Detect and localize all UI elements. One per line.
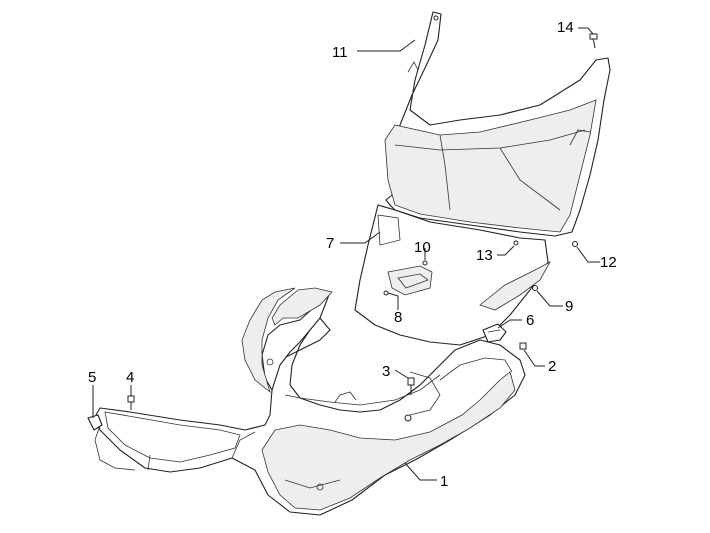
screw-part-12 [572, 241, 578, 247]
inner-panel [354, 204, 552, 346]
callout-label-11: 11 [332, 44, 348, 61]
callout-label-3: 3 [382, 363, 390, 380]
callout-label-10: 10 [414, 239, 431, 256]
callout-label-1: 1 [440, 473, 448, 490]
screw-part-14 [589, 33, 598, 49]
leader-2 [523, 349, 545, 367]
clip-part-5 [87, 414, 103, 431]
callout-label-14: 14 [557, 19, 574, 36]
screw-part-3 [407, 377, 415, 395]
screw-part-4 [127, 395, 135, 410]
leader-3 [394, 369, 409, 379]
leader-9 [536, 290, 563, 307]
callout-label-9: 9 [565, 298, 573, 315]
leader-12 [576, 246, 600, 263]
leader-6 [497, 319, 522, 329]
screw-part-13 [513, 240, 519, 246]
screw-part-2 [519, 342, 527, 350]
leader-lines [92, 27, 600, 481]
callout-label-12: 12 [600, 254, 617, 271]
leader-13 [497, 245, 515, 256]
leader-7 [340, 231, 381, 244]
callout-label-2: 2 [548, 358, 556, 375]
callout-label-5: 5 [88, 369, 96, 386]
callout-label-13: 13 [476, 247, 493, 264]
leader-1 [404, 462, 437, 481]
callout-label-4: 4 [126, 369, 134, 386]
floor-panel [94, 287, 526, 516]
leader-14 [578, 27, 594, 35]
bracket-part-6 [482, 323, 507, 343]
screw-part-9 [532, 285, 538, 291]
callout-label-8: 8 [394, 309, 402, 326]
callout-label-6: 6 [526, 312, 534, 329]
leader-11 [357, 39, 416, 52]
leader-8 [387, 292, 399, 310]
screw-part-10 [422, 260, 428, 266]
callout-label-7: 7 [326, 235, 334, 252]
front-shield-upper [384, 11, 611, 237]
callout-labels: 1 2 3 4 5 6 7 8 9 10 11 12 13 14 [88, 19, 617, 490]
